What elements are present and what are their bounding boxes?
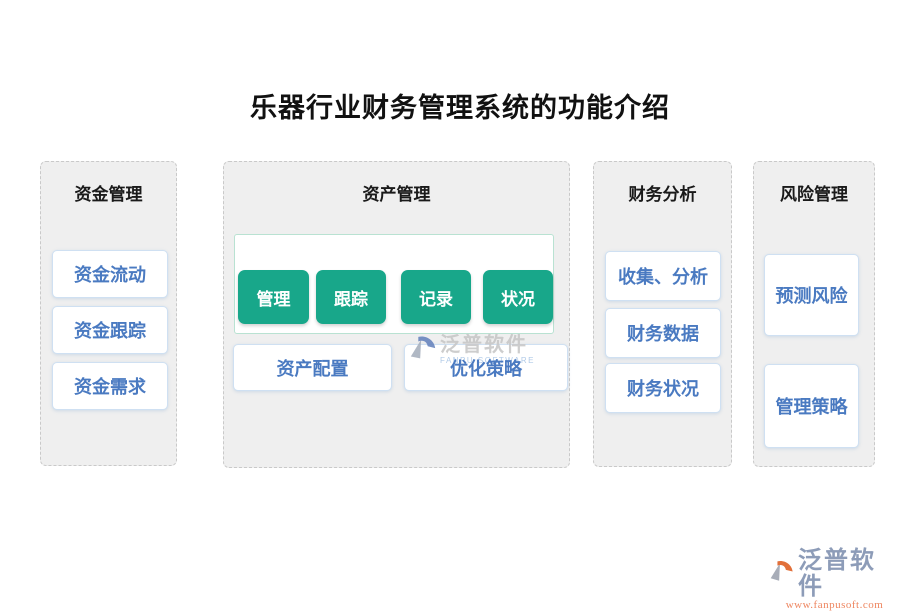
asset-item-label: 优化策略 [450,358,522,379]
risk-item-card[interactable]: 管理策略 [764,364,859,448]
fanpu-logo-icon [408,334,438,369]
fund-item-card[interactable]: 资金跟踪 [52,306,168,354]
fanpu-logo-icon [769,558,796,590]
asset-item-card[interactable]: 优化策略 [404,344,568,391]
fund-item-label: 资金需求 [74,377,146,397]
asset-item-label: 资产配置 [276,358,349,379]
page-title: 乐器行业财务管理系统的功能介绍 [250,93,670,123]
risk-item-label: 预测风险 [775,286,848,306]
analysis-item-label: 财务状况 [627,379,699,399]
asset-process-button[interactable]: 管理 [238,270,309,324]
risk-item-card[interactable]: 预测风险 [764,254,859,336]
panel-asset-header: 资产管理 [362,185,431,204]
panel-risk-header: 风险管理 [780,185,848,204]
analysis-item-card[interactable]: 财务数据 [605,308,721,358]
fund-item-label: 资金流动 [74,265,146,285]
fund-item-label: 资金跟踪 [74,321,146,341]
watermark-corner-brand: 泛普软件 [798,548,876,600]
watermark-center-brand: 泛普软件 [440,334,528,356]
watermark-corner-url: www.fanpusoft.com [785,599,884,611]
analysis-item-card[interactable]: 收集、分析 [605,251,721,301]
risk-item-label: 管理策略 [775,397,848,417]
panel-risk-management: 风险管理 预测风险 管理策略 [753,161,875,467]
panel-financial-analysis: 财务分析 收集、分析 财务数据 财务状况 [593,161,732,467]
watermark-bottom-right: 泛普软件 www.fanpusoft.com [769,548,900,611]
asset-process-button[interactable]: 状况 [483,270,553,324]
panel-fund-header: 资金管理 [74,185,143,204]
analysis-item-label: 收集、分析 [618,267,708,287]
asset-process-button[interactable]: 记录 [401,270,471,324]
watermark-center: 泛普软件 FANPU SOFTWARE [408,334,535,369]
fund-item-card[interactable]: 资金流动 [52,250,168,298]
watermark-center-subtitle: FANPU SOFTWARE [440,356,535,365]
analysis-item-card[interactable]: 财务状况 [605,363,721,413]
analysis-item-label: 财务数据 [627,324,699,344]
panel-analysis-header: 财务分析 [628,185,697,204]
asset-item-card[interactable]: 资产配置 [233,344,392,391]
fund-item-card[interactable]: 资金需求 [52,362,168,410]
panel-fund-management: 资金管理 资金流动 资金跟踪 资金需求 [40,161,177,466]
asset-process-button[interactable]: 跟踪 [316,270,386,324]
panel-asset-management: 资产管理 管理 跟踪 记录 状况 资产配置 优化策略 [223,161,570,468]
